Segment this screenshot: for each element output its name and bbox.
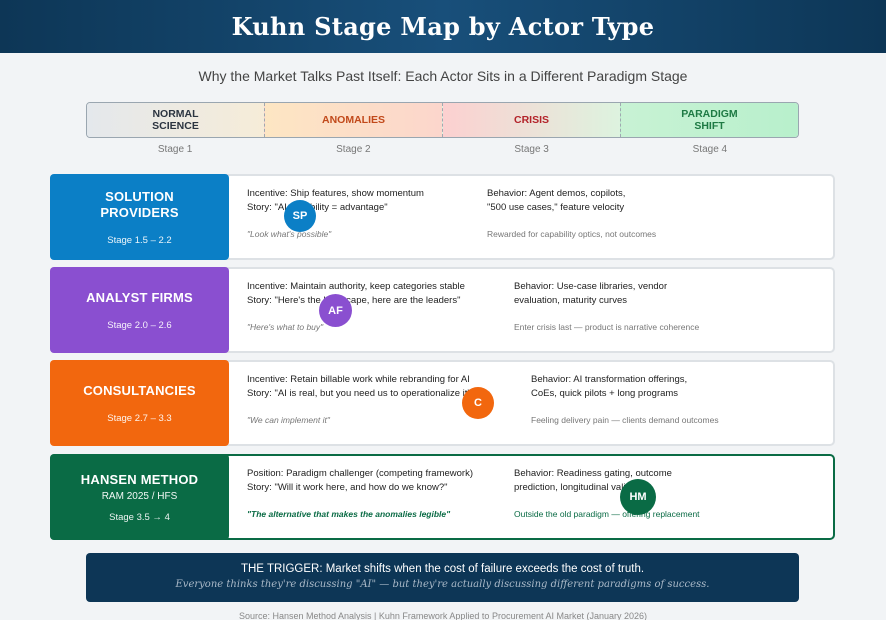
behavior-text-cont: "500 use cases," feature velocity — [487, 201, 625, 213]
trigger-callout: THE TRIGGER: Market shifts when the cost… — [86, 553, 799, 602]
stage-position-badge: AF — [319, 294, 352, 327]
behavior-text-cont: prediction, longitudinal validation — [514, 481, 652, 493]
behavior-text-cont: CoEs, quick pilots + long programs — [531, 387, 679, 399]
behavior-text-cont: evaluation, maturity curves — [514, 294, 627, 306]
stage-label: Stage 3 — [514, 144, 549, 155]
actor-label: HANSEN METHOD RAM 2025 / HFS Stage 3.5 →… — [50, 454, 229, 540]
stage-crisis: CRISIS — [442, 103, 620, 137]
actor-stage-range: Stage 3.5 → 4 — [109, 511, 170, 523]
incentive-text: Incentive: Maintain authority, keep cate… — [247, 281, 465, 292]
stage-2-title: ANOMALIES — [322, 114, 385, 126]
actor-row-hansen-method: HANSEN METHOD RAM 2025 / HFS Stage 3.5 →… — [50, 454, 835, 540]
actor-behavior: Behavior: Use-case libraries, vendor eva… — [514, 280, 754, 307]
actor-quote: "Here's what to buy" — [247, 322, 324, 332]
actor-stage-range: Stage 2.0 – 2.6 — [107, 319, 172, 331]
stage-position-badge: HM — [620, 479, 656, 515]
actor-row-solution-providers: SOLUTION PROVIDERS Stage 1.5 – 2.2 Incen… — [50, 174, 835, 260]
actor-stage-range: Stage 2.7 – 3.3 — [107, 412, 172, 424]
source-note: Source: Hansen Method Analysis | Kuhn Fr… — [238, 611, 648, 620]
trigger-statement: THE TRIGGER: Market shifts when the cost… — [240, 563, 645, 575]
actor-incentive: Incentive: Maintain authority, keep cate… — [247, 280, 517, 307]
incentive-text: Incentive: Ship features, show momentum — [247, 188, 424, 199]
stage-4-title-line2: SHIFT — [694, 120, 725, 132]
incentive-text: Incentive: Retain billable work while re… — [247, 374, 470, 385]
actor-quote: "Look what's possible" — [247, 229, 332, 239]
stage-label: Stage 4 — [692, 144, 728, 155]
story-text: Story: "AI capability = advantage" — [247, 201, 388, 213]
actor-row-analyst-firms: ANALYST FIRMS Stage 2.0 – 2.6 Incentive:… — [50, 267, 835, 353]
position-text: Position: Paradigm challenger (competing… — [247, 468, 473, 479]
actor-affiliation: RAM 2025 / HFS — [101, 490, 178, 502]
actor-position: Position: Paradigm challenger (competing… — [247, 467, 517, 494]
stage-1-title-line1: NORMAL — [152, 108, 199, 120]
actor-incentive: Incentive: Retain billable work while re… — [247, 373, 527, 400]
actor-name: HANSEN METHOD — [80, 471, 199, 487]
stage-position-badge: C — [462, 387, 494, 419]
actor-quote: "The alternative that makes the anomalie… — [247, 509, 451, 519]
stage-labels: Stage 1 Stage 2 Stage 3 Stage 4 — [86, 144, 799, 155]
stage-label: Stage 2 — [336, 144, 371, 155]
actor-name: CONSULTANCIES — [83, 382, 196, 398]
stage-1-title-line2: SCIENCE — [152, 120, 199, 132]
actor-stage-range: Stage 1.5 – 2.2 — [107, 234, 172, 246]
actor-label: CONSULTANCIES Stage 2.7 – 3.3 — [50, 360, 229, 446]
page-title: Kuhn Stage Map by Actor Type — [231, 12, 655, 41]
actor-note: Rewarded for capability optics, not outc… — [487, 229, 657, 239]
behavior-text: Behavior: AI transformation offerings, — [531, 374, 688, 385]
actor-note: Feeling delivery pain — clients demand o… — [531, 415, 719, 425]
actor-note: Outside the old paradigm — offering repl… — [514, 509, 700, 519]
actor-row-consultancies: CONSULTANCIES Stage 2.7 – 3.3 Incentive:… — [50, 360, 835, 446]
actor-behavior: Behavior: Agent demos, copilots, "500 us… — [487, 187, 727, 214]
stage-4-title-line1: PARADIGM — [681, 108, 738, 120]
actor-name-line1: SOLUTION — [105, 188, 174, 204]
actor-name-line2: PROVIDERS — [100, 204, 179, 220]
actor-name: ANALYST FIRMS — [86, 289, 193, 305]
behavior-text: Behavior: Readiness gating, outcome — [514, 468, 672, 479]
page-subtitle: Why the Market Talks Past Itself: Each A… — [198, 68, 688, 84]
actor-incentive: Incentive: Ship features, show momentum … — [247, 187, 497, 214]
stage-position-badge: SP — [284, 200, 316, 232]
story-text: Story: "Will it work here, and how do we… — [247, 481, 448, 493]
trigger-subtext: Everyone thinks they're discussing "AI" … — [175, 579, 710, 590]
actor-label: ANALYST FIRMS Stage 2.0 – 2.6 — [50, 267, 229, 353]
stage-anomalies: ANOMALIES — [264, 103, 442, 137]
actor-behavior: Behavior: AI transformation offerings, C… — [531, 373, 771, 400]
stage-3-title: CRISIS — [513, 114, 549, 126]
actor-label: SOLUTION PROVIDERS Stage 1.5 – 2.2 — [50, 174, 229, 260]
behavior-text: Behavior: Agent demos, copilots, — [487, 188, 626, 199]
stage-label: Stage 1 — [157, 144, 193, 155]
story-text: Story: "AI is real, but you need us to o… — [247, 387, 471, 399]
actor-quote: "We can implement it" — [247, 415, 330, 425]
actor-note: Enter crisis last — product is narrative… — [514, 322, 700, 332]
story-text: Story: "Here's the landscape, here are t… — [247, 294, 461, 306]
actor-behavior: Behavior: Readiness gating, outcome pred… — [514, 467, 754, 494]
title-banner: Kuhn Stage Map by Actor Type — [0, 0, 886, 53]
behavior-text: Behavior: Use-case libraries, vendor — [514, 281, 668, 292]
